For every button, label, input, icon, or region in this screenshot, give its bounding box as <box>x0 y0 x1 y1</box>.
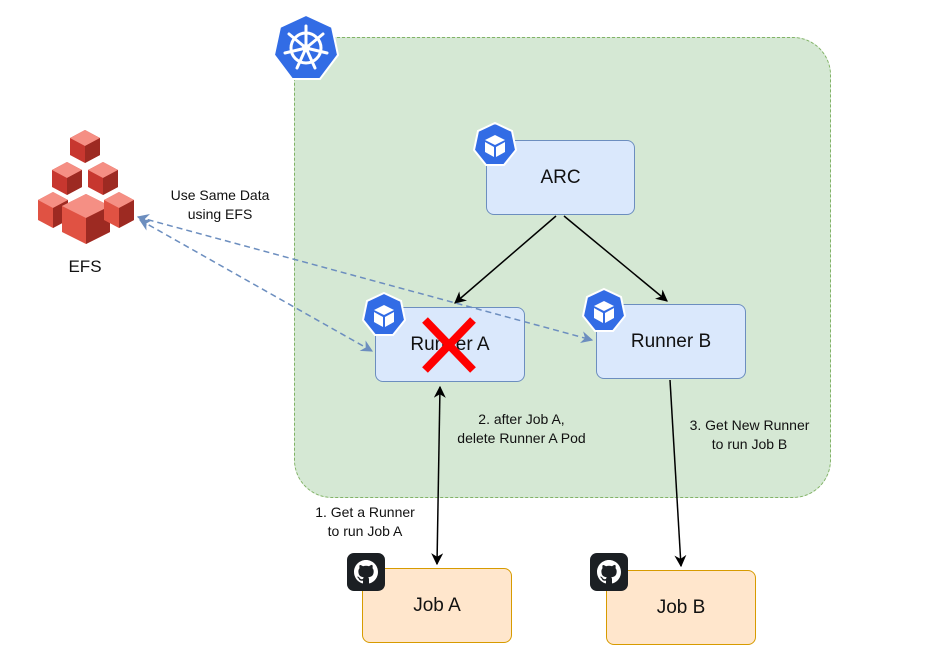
step-3-line-2: to run Job B <box>711 436 788 452</box>
arc-label: ARC <box>540 166 581 188</box>
efs-label: EFS <box>68 257 102 276</box>
runner-b-to-job-b-arrow <box>669 379 687 568</box>
github-icon <box>590 553 628 591</box>
kubernetes-pod-icon <box>582 288 626 332</box>
step-2-line-1: 2. after Job A, <box>478 411 565 427</box>
arc-to-runner-b-arrow <box>563 215 668 302</box>
efs-icon <box>38 130 134 244</box>
job-b-label: Job B <box>656 596 706 618</box>
job-a-node[interactable]: Job A <box>362 568 512 643</box>
step-1-label: 1. Get a Runner to run Job A <box>295 503 435 541</box>
kubernetes-icon <box>272 13 340 80</box>
kubernetes-pod-icon <box>362 292 406 336</box>
github-icon <box>347 553 385 591</box>
efs-to-runner-b-link <box>136 214 594 343</box>
job-b-node[interactable]: Job B <box>606 570 756 645</box>
arc-to-runner-a-arrow <box>454 215 557 304</box>
efs-to-runner-a-link <box>138 219 374 352</box>
step-3-label: 3. Get New Runner to run Job B <box>672 416 827 454</box>
step-1-line-1: 1. Get a Runner <box>315 504 415 520</box>
runner-b-label: Runner B <box>630 330 712 352</box>
delete-x-icon <box>422 317 476 373</box>
step-1-line-2: to run Job A <box>327 523 403 539</box>
step-2-line-2: delete Runner A Pod <box>457 430 586 446</box>
step-3-line-1: 3. Get New Runner <box>689 417 810 433</box>
efs-note-line-1: Use Same Data <box>170 187 270 203</box>
runner-a-job-a-arrow <box>431 385 446 566</box>
kubernetes-pod-icon <box>473 122 517 166</box>
step-2-label: 2. after Job A, delete Runner A Pod <box>444 410 599 448</box>
job-a-label: Job A <box>413 594 461 616</box>
